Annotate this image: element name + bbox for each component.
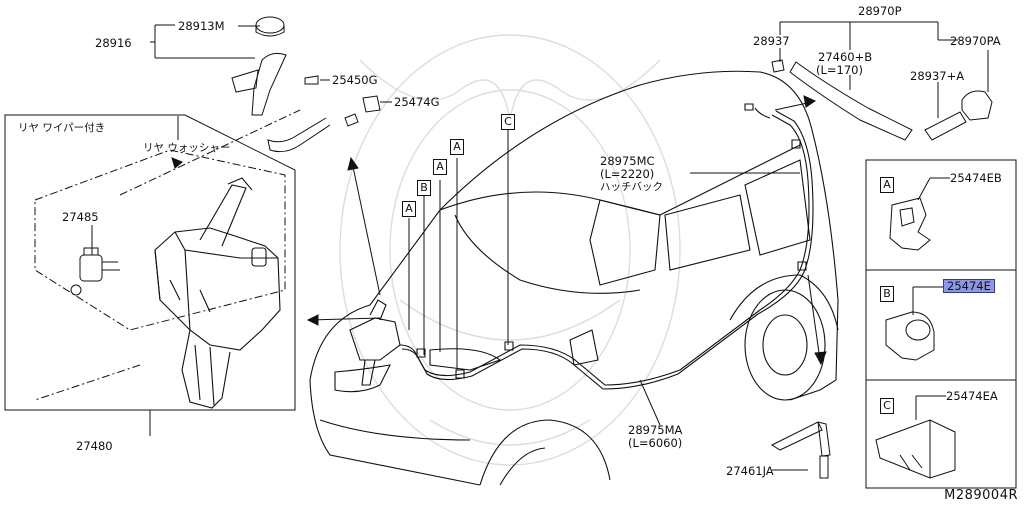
part-label-28975MC-length: (L=2220): [600, 167, 655, 181]
callout-a-lower: A: [402, 201, 416, 217]
part-label-28975MC: 28975MC: [600, 154, 655, 168]
part-label-28970P: 28970P: [858, 4, 902, 18]
part-label-27460B: 27460+B: [818, 50, 873, 64]
leader-lines-left: [92, 25, 392, 436]
part-label-27461JA: 27461JA: [726, 464, 774, 478]
part-label-27485: 27485: [62, 210, 99, 224]
callout-a-middle: A: [433, 159, 447, 175]
part-label-28970PA: 28970PA: [950, 34, 1001, 48]
part-label-27480: 27480: [76, 439, 113, 453]
panel-callout-c: C: [880, 398, 894, 414]
part-label-28975MA: 28975MA: [628, 423, 683, 437]
arrows: [172, 96, 826, 364]
callout-c: C: [501, 114, 515, 130]
washer-hose-route: [400, 104, 813, 389]
hose-connector-27461JA: [772, 422, 830, 478]
part-label-25474E-highlighted: 25474E: [943, 279, 995, 293]
callout-b: B: [417, 180, 431, 196]
panel-callout-b: B: [880, 286, 894, 302]
part-label-28916: 28916: [95, 36, 132, 50]
callout-a-upper: A: [450, 139, 464, 155]
part-label-27460B-length: (L=170): [816, 63, 863, 77]
clip-detail-panel: [866, 160, 1016, 488]
pump-illustration: [71, 248, 120, 295]
tailgate-nozzle-parts: [772, 60, 992, 140]
part-label-28937A: 28937+A: [910, 69, 965, 83]
tank-box-outline: [5, 115, 295, 410]
part-label-25450G: 25450G: [332, 73, 378, 87]
part-label-25474G: 25474G: [394, 95, 440, 109]
callout-leaders: [409, 130, 508, 370]
washer-tank-illustration: [155, 178, 280, 408]
part-label-25474EB: 25474EB: [950, 171, 1002, 185]
diagram-code: M289004R: [944, 488, 1018, 503]
note-rear-washer: リヤ ウォッシャー: [143, 142, 231, 154]
part-label-28975MC-note: ハッチバック: [600, 181, 663, 193]
part-label-25474EA: 25474EA: [946, 389, 998, 403]
note-rear-wiper: リヤ ワイパー付き: [18, 122, 106, 134]
leader-lines-right: [640, 22, 988, 470]
part-label-28937: 28937: [753, 34, 790, 48]
watermark-emblem: [340, 35, 680, 465]
part-label-28913M: 28913M: [178, 19, 225, 33]
panel-callout-a: A: [880, 177, 894, 193]
part-label-28975MA-length: (L=6060): [628, 436, 683, 450]
filler-neck-illustration: [232, 17, 380, 152]
car-body-illustration: [310, 71, 838, 485]
rear-washer-dashed-outline: [35, 110, 300, 400]
